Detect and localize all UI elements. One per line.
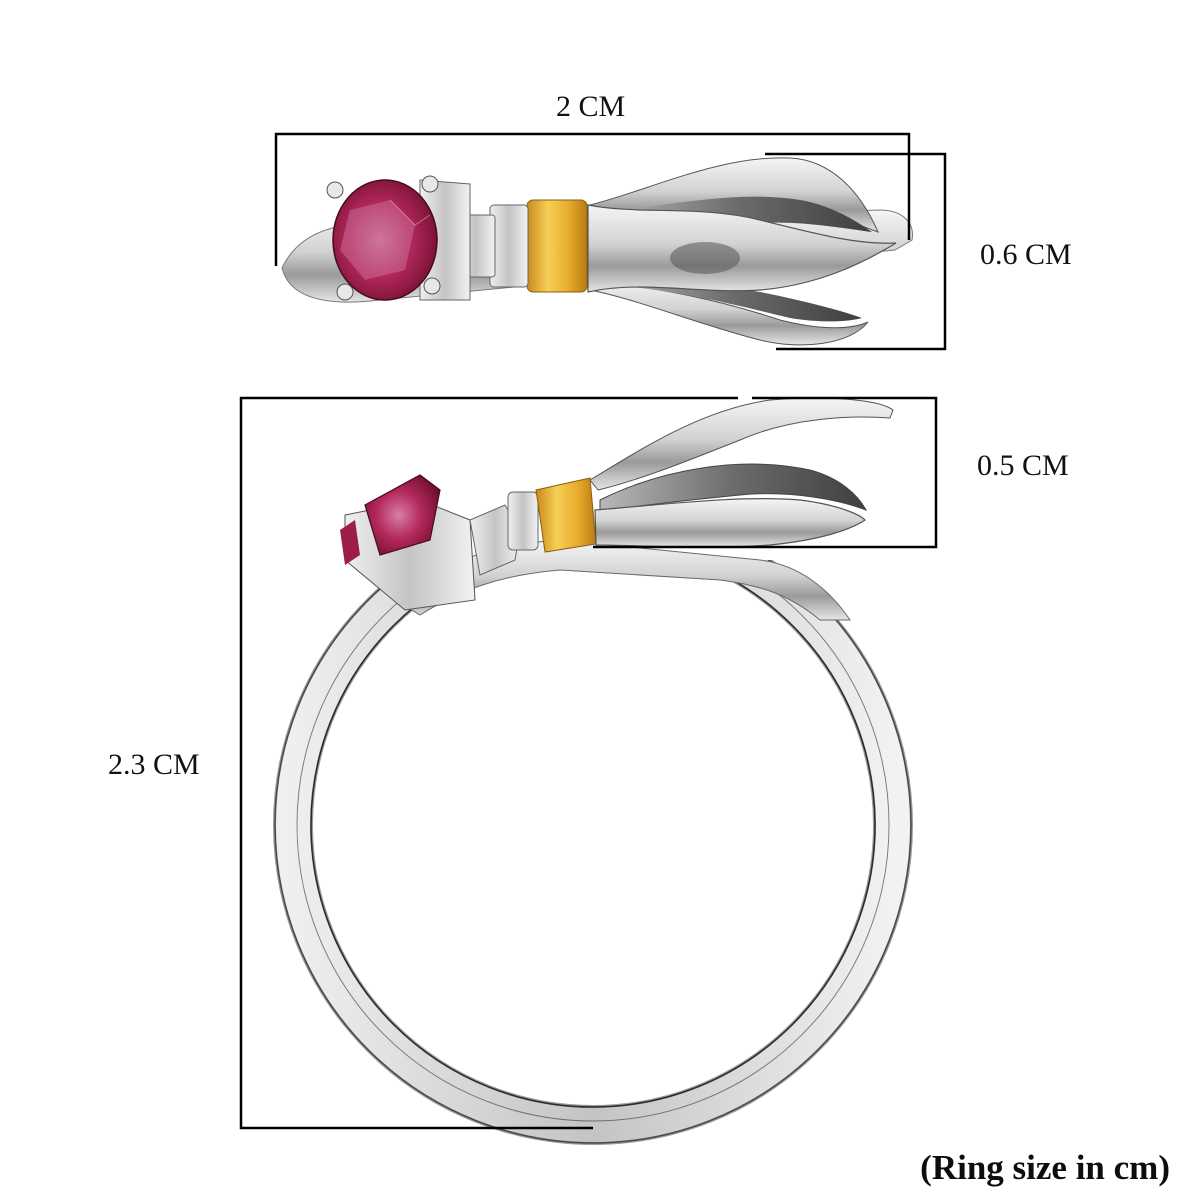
dimension-width-bracket <box>274 132 911 266</box>
top-height-dimension-label: 0.6 CM <box>980 238 1072 271</box>
dimension-lines <box>239 132 947 1130</box>
ring-height-dimension-label: 2.3 CM <box>108 748 200 781</box>
width-dimension-label: 2 CM <box>556 90 626 123</box>
ring-size-caption: (Ring size in cm) <box>920 1148 1170 1187</box>
dimension-top-height-bracket <box>765 152 947 351</box>
dimension-ring-height-bracket <box>239 396 738 1130</box>
dimension-head-height-bracket <box>593 396 938 549</box>
head-height-dimension-label: 0.5 CM <box>977 449 1069 482</box>
top-view-ring <box>281 157 914 346</box>
side-view-ring <box>273 397 913 1145</box>
